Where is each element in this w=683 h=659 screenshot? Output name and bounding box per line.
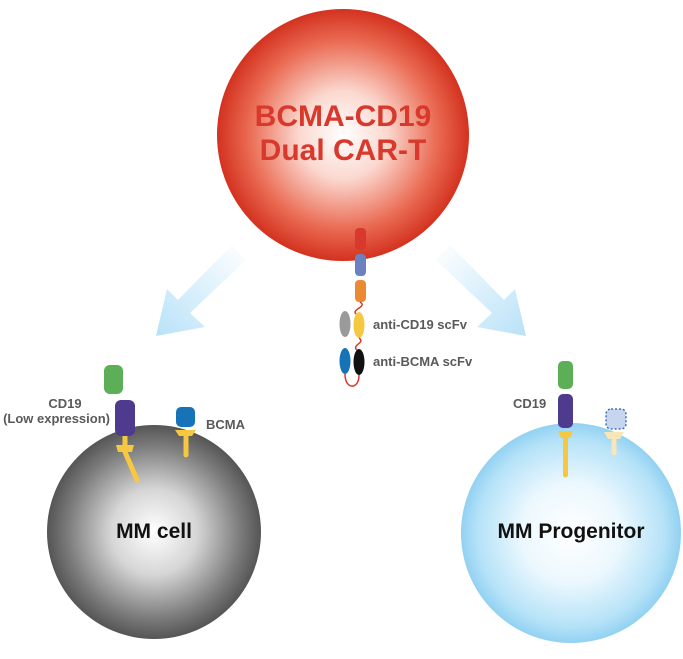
scfv-loop: [344, 373, 360, 387]
progenitor-cd19-label: CD19: [513, 396, 547, 411]
bcma-domain: [176, 407, 195, 427]
car-t-cell: [217, 9, 469, 261]
arrow-to-mm-cell: [156, 245, 246, 336]
mm-cell: [47, 425, 261, 639]
scfv-linker: [354, 337, 362, 351]
mm-cell-cd19-note: (Low expression): [3, 411, 110, 426]
mm-progenitor-cell: [461, 423, 681, 643]
progenitor-cd19-receptor: [558, 361, 573, 478]
car-t-title-line1: BCMA-CD19: [254, 100, 432, 133]
mm-cell-name: MM cell: [116, 520, 192, 543]
car-blue-domain: [355, 254, 366, 276]
cd19-stalk: [122, 449, 140, 483]
car-red-domain: [355, 228, 366, 250]
absent-bcma-domain: [605, 408, 627, 430]
scfv-bcma-black-domain: [353, 349, 365, 375]
scfv-cd19-gray-domain: [339, 311, 351, 337]
mm-progenitor-name: MM Progenitor: [497, 520, 645, 543]
scfv-bcma-blue-domain: [339, 348, 351, 374]
arrow-to-mm-progenitor: [436, 245, 526, 336]
cd19-green-domain: [104, 365, 123, 394]
cd19-purple-domain: [558, 394, 573, 428]
cd19-green-domain: [558, 361, 573, 389]
mm-cell-cd19-label: CD19: [48, 396, 82, 411]
car-linker: [354, 301, 363, 315]
cd19-purple-domain: [115, 400, 135, 436]
progenitor-absent-bcma-receptor: [604, 408, 627, 456]
mm-cell-bcma-label: BCMA: [206, 417, 245, 432]
scfv-cd19-yellow-domain: [353, 312, 365, 338]
mm-cell-bcma-receptor: [175, 407, 196, 458]
car-t-title-line2: Dual CAR-T: [259, 134, 427, 167]
scfv-cd19-label: anti-CD19 scFv: [373, 317, 467, 332]
car-orange-domain: [355, 280, 366, 302]
scfv-bcma-label: anti-BCMA scFv: [373, 354, 473, 369]
car-construct: [339, 228, 366, 387]
mm-cell-cd19-receptor: [104, 365, 140, 483]
